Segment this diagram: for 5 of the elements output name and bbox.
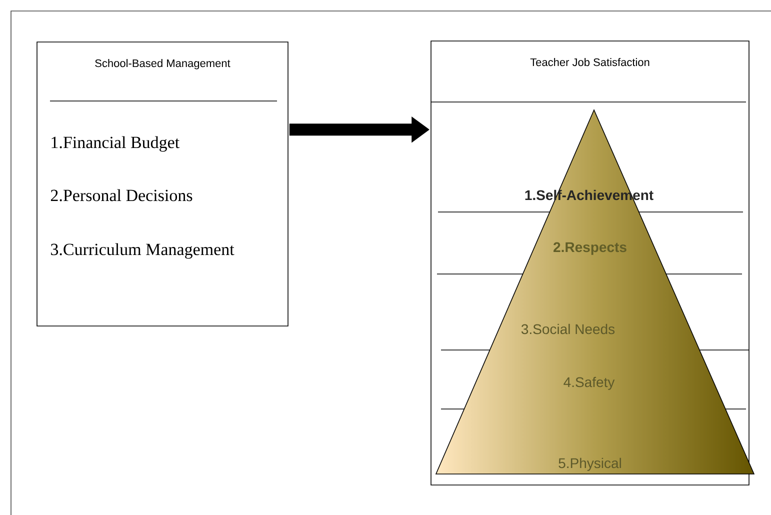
level-label: 4.Safety (564, 376, 615, 390)
level-label: 5.Physical (558, 458, 621, 471)
level-label: 2.Respects (554, 242, 626, 255)
text-box: School-Based Management 1.Financial Budget 2.Personal Decisions 3.Curriculum Management (36, 42, 288, 326)
level-label: 3.Social Needs (521, 324, 615, 334)
